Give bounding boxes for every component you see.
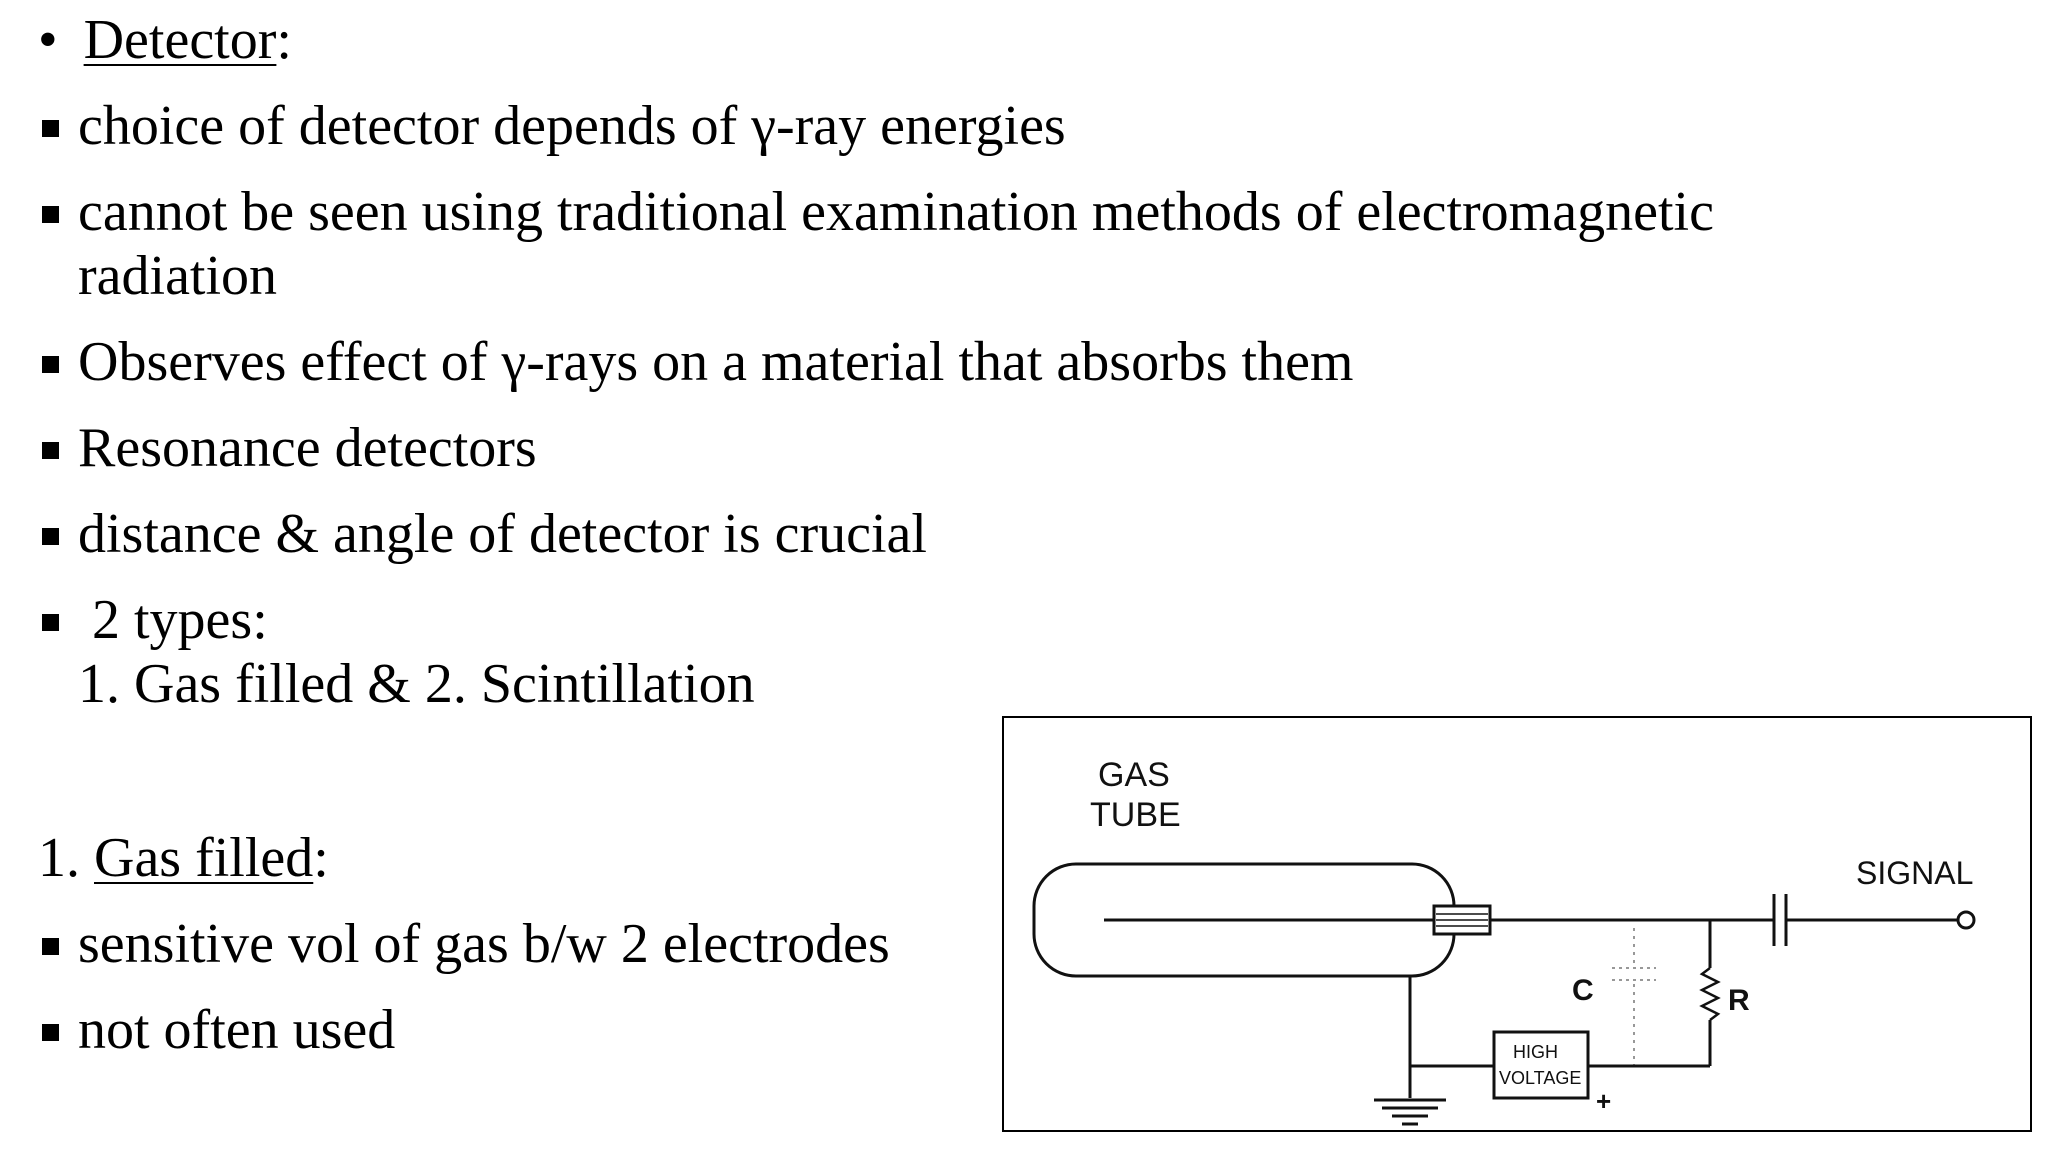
bullet-item-types: 2 types:: [42, 588, 268, 652]
square-bullet-icon: [42, 528, 59, 545]
heading-bullet: •: [38, 9, 58, 71]
gas-filled-title: Gas filled: [94, 827, 314, 889]
bullet-item-energies: choice of detector depends of γ-ray ener…: [42, 94, 1066, 158]
square-bullet-icon: [42, 614, 59, 631]
bullet-text: choice of detector depends of γ-ray ener…: [78, 95, 1066, 157]
bullet-item-sensitive: sensitive vol of gas b/w 2 electrodes: [42, 912, 890, 976]
heading-title: Detector: [83, 9, 277, 71]
label-signal: SIGNAL: [1856, 855, 1973, 891]
square-bullet-icon: [42, 938, 59, 955]
square-bullet-icon: [42, 206, 59, 223]
signal-terminal-icon: [1956, 910, 1976, 930]
circuit-svg: GAS TUBE SIGNAL C R HIGH VOLTAGE +: [1032, 756, 1976, 1126]
label-high: HIGH: [1513, 1042, 1558, 1062]
heading-colon: :: [276, 9, 292, 71]
square-bullet-icon: [42, 442, 59, 459]
resistor-icon: [1699, 967, 1721, 1021]
bullet-text: distance & angle of detector is crucial: [78, 503, 927, 565]
label-plus: +: [1596, 1086, 1611, 1116]
bullet-text: 2 types:: [92, 589, 268, 651]
gas-filled-heading: 1. Gas filled:: [38, 826, 329, 890]
bullet-item-resonance: Resonance detectors: [42, 416, 537, 480]
gas-tube-circuit-diagram: GAS TUBE SIGNAL C R HIGH VOLTAGE +: [1002, 716, 2032, 1132]
square-bullet-icon: [42, 120, 59, 137]
bullet-text: cannot be seen using traditional examina…: [78, 181, 1714, 243]
bullet-text: sensitive vol of gas b/w 2 electrodes: [78, 913, 890, 975]
types-text: 1. Gas filled & 2. Scintillation: [78, 653, 755, 715]
bullet-text: not often used: [78, 999, 396, 1061]
bullet-item-distance: distance & angle of detector is crucial: [42, 502, 927, 566]
bullet-item-observes: Observes effect of γ-rays on a material …: [42, 330, 1353, 394]
high-voltage-box: [1492, 1030, 1590, 1100]
bullet-text: Resonance detectors: [78, 417, 537, 479]
heading-detector: • Detector:: [38, 8, 292, 72]
label-tube: TUBE: [1090, 796, 1181, 834]
bullet-text: radiation: [78, 245, 278, 307]
bullet-text: Observes effect of γ-rays on a material …: [78, 331, 1354, 393]
label-resistor: R: [1728, 984, 1750, 1017]
gas-filled-colon: :: [313, 827, 329, 889]
gas-filled-number: 1.: [38, 827, 80, 889]
bullet-item-traditional: cannot be seen using traditional examina…: [42, 180, 1714, 244]
label-voltage: VOLTAGE: [1499, 1068, 1581, 1088]
types-list: 1. Gas filled & 2. Scintillation: [78, 652, 755, 716]
bullet-item-traditional-continued: radiation: [78, 244, 277, 308]
label-gas: GAS: [1098, 756, 1170, 794]
square-bullet-icon: [42, 1024, 59, 1041]
label-capacitor: C: [1572, 974, 1594, 1007]
bullet-item-not-often: not often used: [42, 998, 395, 1062]
square-bullet-icon: [42, 356, 59, 373]
